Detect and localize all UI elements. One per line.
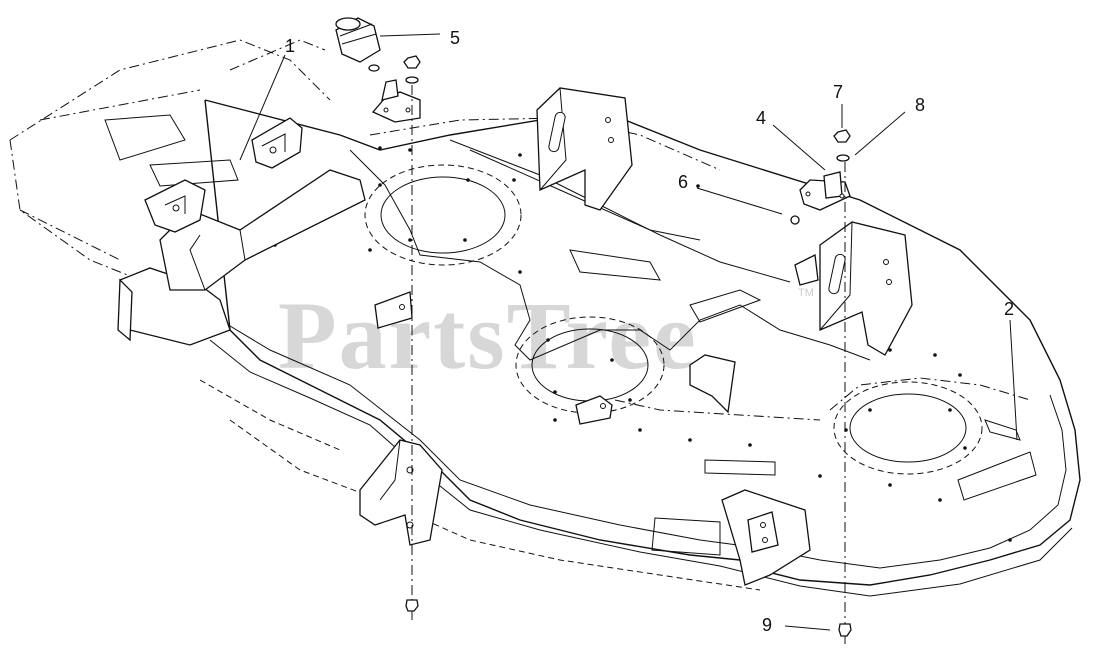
front-hanger-left xyxy=(359,439,443,546)
discharge-chute-mount xyxy=(117,169,366,346)
callout-5: 5 xyxy=(450,28,460,48)
roller-assembly xyxy=(335,17,421,123)
deck-clip-left xyxy=(374,291,413,329)
callout-2: 2 xyxy=(1004,299,1014,319)
watermark: PartsTree xyxy=(278,282,698,389)
callout-8: 8 xyxy=(915,95,925,115)
bolt-left xyxy=(405,599,419,620)
hinge-bracket-left xyxy=(144,179,206,233)
callout-1: 1 xyxy=(285,36,295,56)
leader-lines xyxy=(239,33,1018,631)
watermark-trademark: TM xyxy=(798,287,814,299)
callout-labels: 1 2 4 5 6 7 8 9 xyxy=(285,28,1014,635)
mower-deck-shell xyxy=(9,39,1081,597)
callout-4: 4 xyxy=(756,108,766,128)
height-bracket-rear-right xyxy=(794,221,913,356)
assembly-center-lines xyxy=(411,85,846,625)
bolt-right xyxy=(838,623,852,644)
front-hanger-right xyxy=(721,489,811,586)
deck-top-plate xyxy=(349,117,1037,556)
height-bracket-rear-left xyxy=(536,87,633,211)
stud-bracket-assembly xyxy=(790,129,851,225)
hinge-bracket-right xyxy=(251,117,303,169)
callout-7: 7 xyxy=(833,82,843,102)
callout-9: 9 xyxy=(762,615,772,635)
nut-and-washer-left xyxy=(403,55,421,84)
spindle-opening-right xyxy=(833,381,983,475)
deck-mounting-holes xyxy=(273,146,1012,552)
spindle-opening-left xyxy=(364,164,522,266)
deck-clip-center xyxy=(575,395,613,425)
callout-6: 6 xyxy=(678,172,688,192)
deck-baffle-center xyxy=(689,354,736,414)
